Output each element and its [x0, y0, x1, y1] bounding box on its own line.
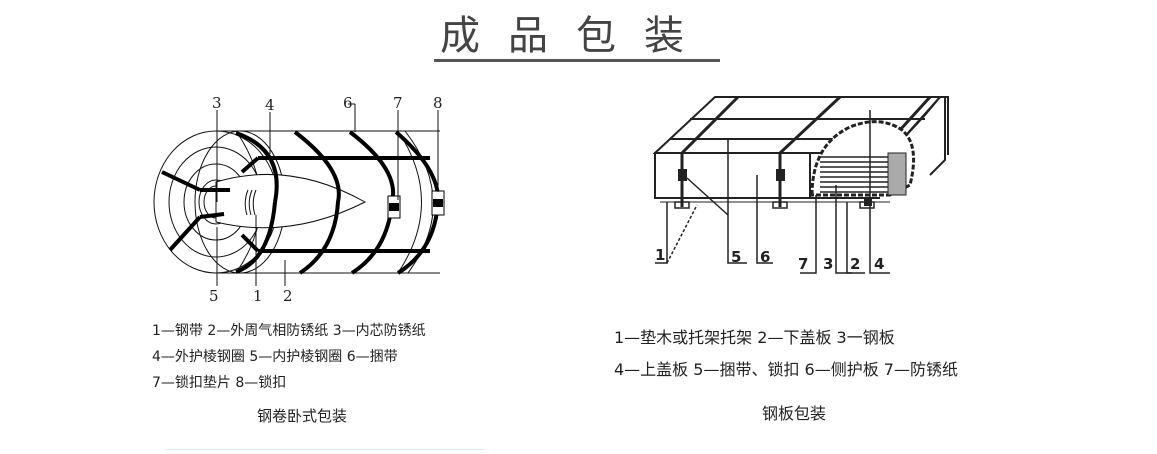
- coil-legend-line-3: 7—锁扣垫片 8—锁扣: [152, 375, 287, 391]
- callout-4: 4: [265, 96, 275, 114]
- callout-7: 7: [393, 94, 403, 112]
- plate-legend: 1—垫木或托架托架 2—下盖板 3一钢板 4—上盖板 5—捆带、锁扣 6—侧护板…: [614, 322, 958, 386]
- plate-callout-2: 2: [850, 255, 860, 273]
- callout-8: 8: [433, 94, 443, 112]
- plate-callout-1: 1: [655, 246, 665, 264]
- coil-legend: 1—钢带 2—外周气相防锈纸 3—内芯防锈纸 4—外护棱钢圈 5—内护棱钢圈 6…: [152, 318, 426, 396]
- coil-caption: 钢卷卧式包装: [257, 407, 348, 425]
- plate-callout-5: 5: [731, 248, 741, 266]
- plate-caption: 钢板包装: [762, 404, 827, 423]
- callout-2: 2: [283, 287, 293, 305]
- callout-3: 3: [212, 94, 222, 112]
- steel-coil-diagram: 3 4 6 7 8 5 1 2: [153, 94, 445, 305]
- plate-callout-7: 7: [798, 255, 808, 273]
- plate-callout-4: 4: [874, 255, 884, 273]
- plate-callout-3: 3: [823, 255, 833, 273]
- coil-legend-line-2: 4—外护棱钢圈 5—内护棱钢圈 6—捆带: [152, 349, 398, 365]
- plate-legend-line-2: 4—上盖板 5—捆带、锁扣 6—侧护板 7—防锈纸: [614, 360, 958, 379]
- callout-1: 1: [253, 287, 263, 305]
- page-title: 成品包装: [434, 10, 720, 62]
- plate-legend-line-1: 1—垫木或托架托架 2—下盖板 3一钢板: [614, 328, 895, 347]
- plate-callout-6: 6: [760, 248, 770, 266]
- divider: [165, 449, 485, 450]
- callout-6: 6: [343, 94, 353, 112]
- steel-plate-diagram: 1 5 6 7 3 2 4: [652, 95, 949, 274]
- callout-5: 5: [209, 287, 219, 305]
- coil-legend-line-1: 1—钢带 2—外周气相防锈纸 3—内芯防锈纸: [152, 323, 426, 339]
